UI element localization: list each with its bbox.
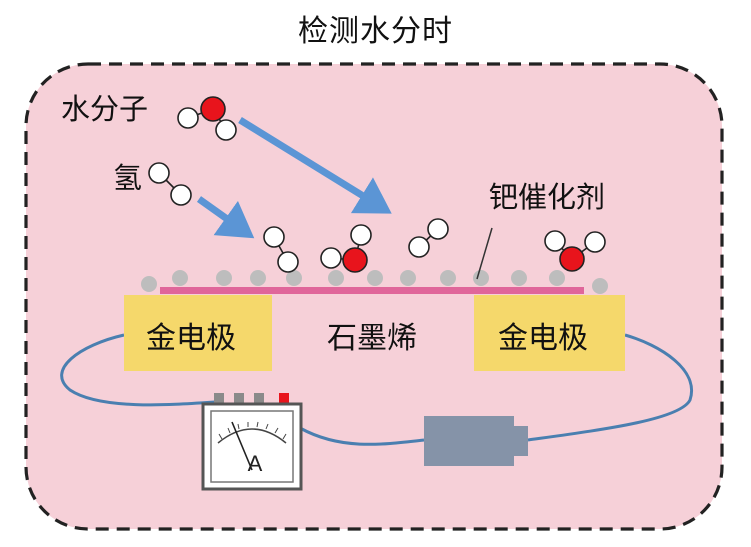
arrow-hydrogen — [196, 196, 255, 239]
arrow-water — [238, 117, 392, 214]
ammeter-label: A — [248, 451, 263, 476]
chamber-box — [24, 62, 724, 531]
label-electrode-left: 金电极 — [146, 321, 236, 356]
hydrogen-molecule-icon — [263, 226, 299, 273]
battery-icon — [424, 416, 528, 466]
catalyst-pointer-line — [476, 227, 493, 280]
label-water-molecule: 水分子 — [61, 92, 149, 126]
label-palladium-catalyst: 钯催化剂 — [489, 180, 606, 214]
water-molecule-icon — [320, 224, 372, 273]
ammeter-icon — [201, 393, 303, 491]
hydrogen-molecule-icon — [148, 162, 192, 206]
label-graphene: 石墨烯 — [327, 321, 417, 356]
gold-electrode-right — [474, 295, 625, 371]
circuit-wire — [60, 333, 694, 446]
gold-electrode-left — [124, 295, 272, 371]
palladium-beads — [141, 270, 608, 294]
diagram-title: 检测水分时 — [298, 14, 453, 49]
graphene-strip — [160, 287, 584, 294]
water-molecule-icon — [544, 230, 606, 272]
water-molecule-icon — [177, 96, 237, 141]
label-hydrogen: 氢 — [113, 161, 143, 195]
label-electrode-right: 金电极 — [498, 321, 588, 356]
hydrogen-molecule-icon — [408, 218, 449, 258]
